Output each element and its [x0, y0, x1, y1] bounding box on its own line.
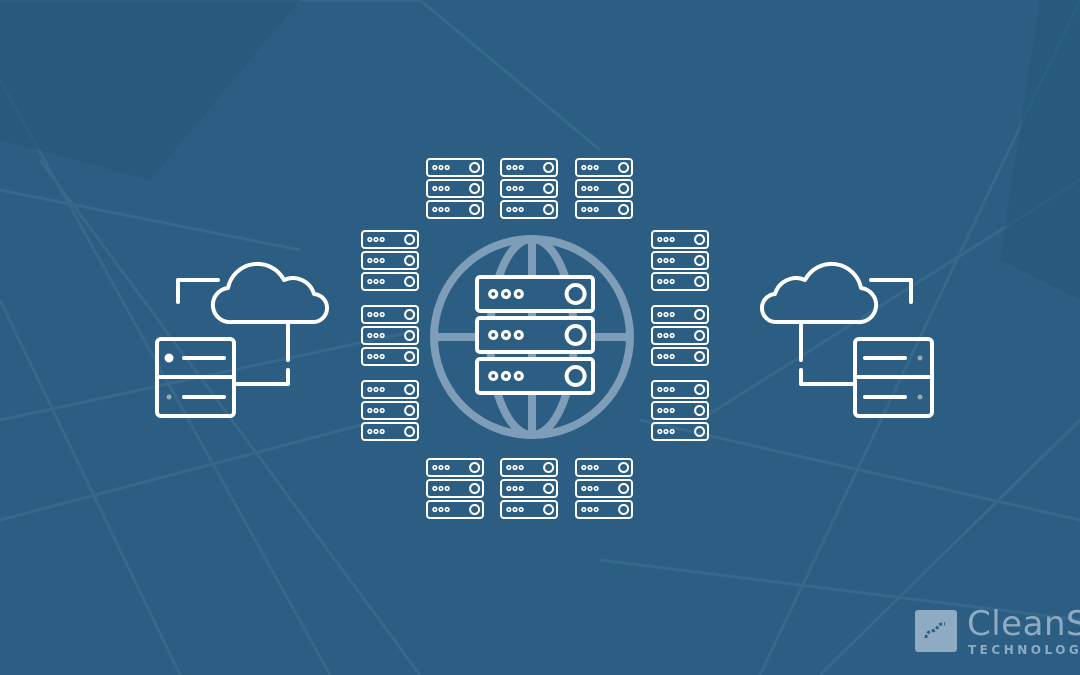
cloud-server-left-icon	[155, 261, 330, 418]
server-rack-icon	[426, 458, 484, 519]
server-rack-icon	[500, 158, 558, 219]
server-rack-icon	[361, 380, 419, 441]
logo-tagline: TECHNOLOGY G	[968, 643, 1080, 657]
server-rack-icon	[651, 380, 709, 441]
server-rack-icon	[361, 305, 419, 366]
server-rack-icon	[575, 458, 633, 519]
server-rack-icon	[651, 230, 709, 291]
server-rack-icon	[361, 230, 419, 291]
logo-name: CleanSl	[967, 604, 1080, 644]
cleanslate-logo: CleanSl TECHNOLOGY G	[915, 604, 1080, 658]
central-server-icon	[475, 275, 595, 395]
server-rack-icon	[575, 158, 633, 219]
server-rack-icon	[426, 158, 484, 219]
cloud-server-right-icon	[759, 261, 934, 418]
server-rack-icon	[500, 458, 558, 519]
logo-mark-icon	[915, 610, 957, 652]
server-rack-icon	[651, 305, 709, 366]
